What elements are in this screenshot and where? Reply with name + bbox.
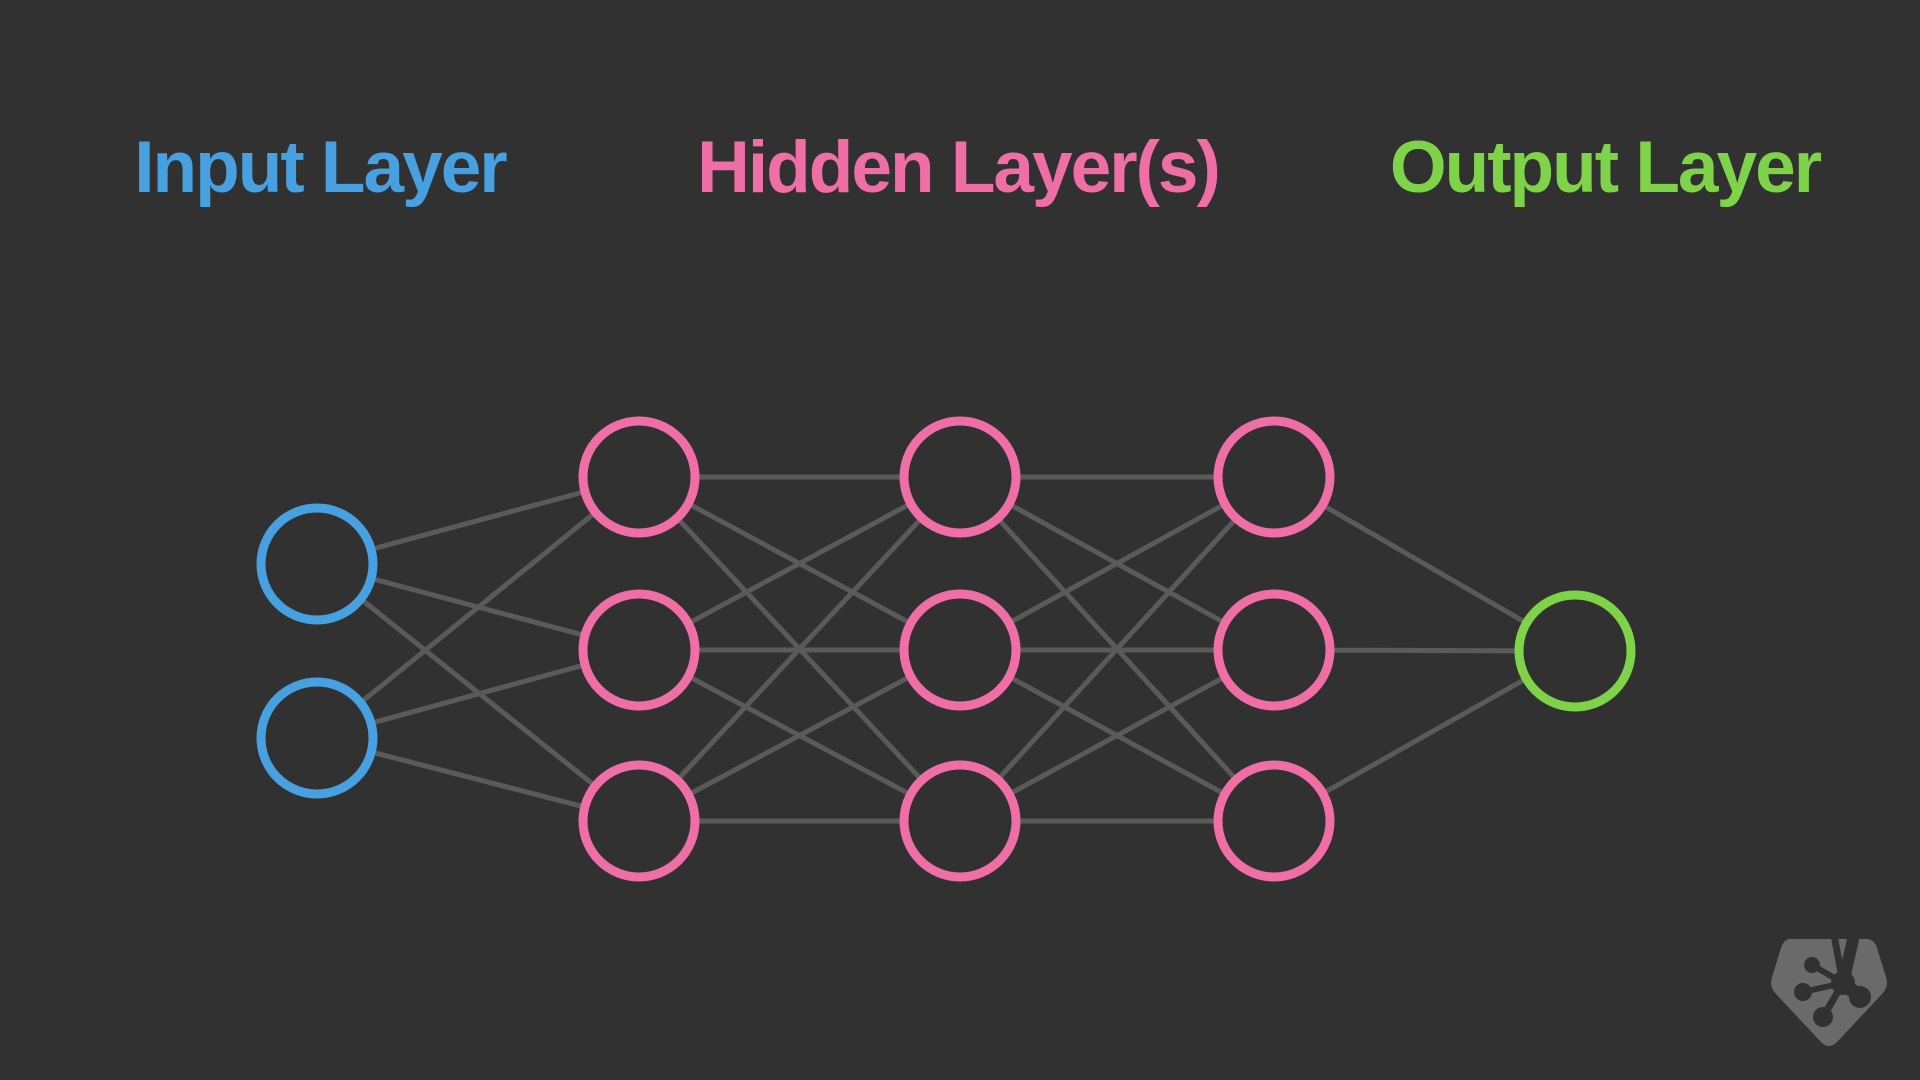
edge-hidden-layer-1-3-to-hidden-layer-2-2 (637, 647, 962, 824)
hidden-layer-3-node-1 (1213, 416, 1335, 538)
output-layer-node-1 (1514, 590, 1636, 712)
frog-foot-palm (1831, 971, 1855, 995)
logo-hexagon-badge (1771, 938, 1887, 1046)
hexagon-frog-logo (1771, 933, 1887, 1046)
frog-foot-toe-left (1794, 983, 1812, 1001)
input-layer-node-2 (256, 677, 378, 799)
hidden-layer-2-node-3 (899, 760, 1021, 882)
hidden-layer-1-node-3 (578, 760, 700, 882)
frog-foot-toe-upper (1804, 957, 1820, 973)
input-layer-node-1 (256, 503, 378, 625)
hidden-layer-3-node-3 (1213, 760, 1335, 882)
edge-hidden-layer-1-2-to-hidden-layer-2-1 (637, 474, 962, 653)
hidden-layer-3-node-2 (1213, 589, 1335, 711)
output-layer-label: Output Layer (1389, 127, 1822, 208)
hidden-layer-1-node-1 (578, 416, 700, 538)
edge-hidden-layer-2-3-to-hidden-layer-3-1 (958, 475, 1276, 823)
edge-input-layer-2-to-hidden-layer-1-1 (315, 475, 641, 740)
hidden-layer-1-node-2 (578, 589, 700, 711)
edge-hidden-layer-1-3-to-hidden-layer-2-1 (637, 475, 962, 823)
hidden-layers-label: Hidden Layer(s) (697, 127, 1221, 208)
frog-foot-toe-bottom (1813, 1007, 1833, 1027)
input-layer-label: Input Layer (134, 127, 507, 208)
frog-foot-heel (1849, 986, 1871, 1008)
hidden-layer-2-node-2 (899, 589, 1021, 711)
hidden-layer-2-node-1 (899, 416, 1021, 538)
